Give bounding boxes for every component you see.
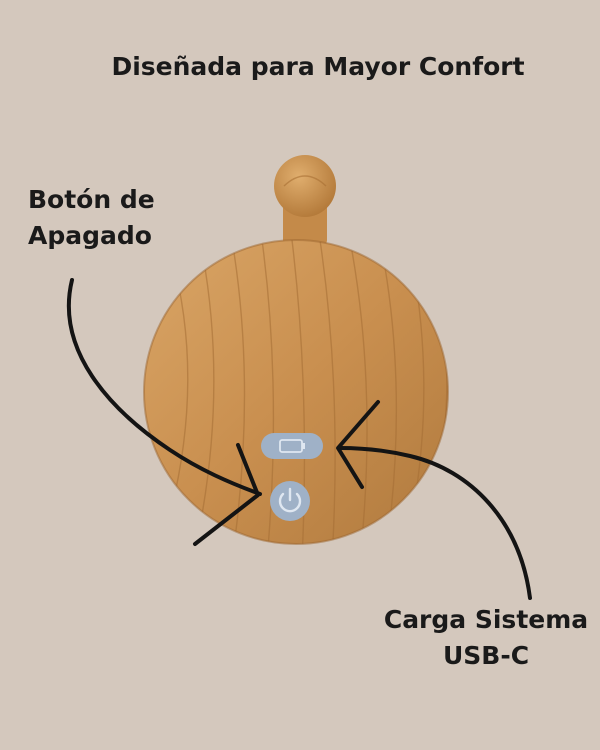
usb-callout-line1: Carga Sistema — [383, 605, 589, 634]
usb-c-callout: Carga Sistema USB-C — [376, 602, 596, 674]
top-knob — [274, 155, 336, 246]
power-callout-line1: Botón de — [28, 185, 155, 214]
battery-icon — [279, 439, 305, 453]
usb-arrow — [336, 400, 532, 600]
power-button — [270, 481, 310, 521]
power-icon — [278, 487, 302, 513]
power-callout-line2: Apagado — [28, 221, 152, 250]
power-arrow — [66, 278, 262, 546]
page-title: Diseñada para Mayor Confort — [111, 52, 525, 81]
wooden-body — [143, 239, 449, 545]
power-off-callout: Botón de Apagado — [28, 182, 155, 254]
usb-c-port — [261, 433, 323, 459]
usb-callout-line2: USB-C — [442, 641, 530, 670]
